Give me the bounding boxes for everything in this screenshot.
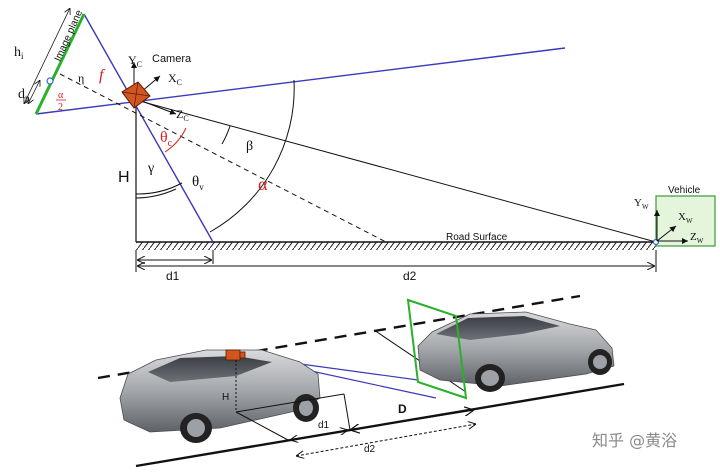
bottom-d1-label: d1 [318,420,330,431]
dp-label: dp [18,87,30,103]
principal-point [46,77,54,85]
focal-length-label: f [99,67,106,84]
bottom-labels: H d1 d2 D [222,392,407,455]
hi-label: hi [14,45,24,61]
watermark-text: 知乎 @黄浴 [592,431,677,450]
dp-dimension-line [28,80,40,104]
top-field-ray [83,13,214,243]
d2-label: d2 [403,269,417,283]
zw-label: ZW [690,231,704,245]
theta-v-arc [135,182,183,195]
road-hatch [136,242,656,250]
yc-label: YC [128,53,142,69]
zc-label: ZC [176,107,189,123]
theta-v-label: θv [192,174,204,192]
bottom-d1-line [290,430,348,440]
image-plane-label: Image plane [53,8,86,63]
yw-label: YW [634,197,649,211]
height-label: H [118,169,130,186]
upper-field-ray [35,47,566,115]
ego-car [119,349,321,443]
alpha-label: α [258,174,268,194]
alpha-half-num: α [58,90,64,101]
target-image-plane [406,298,468,400]
bottom-h-label: H [222,392,229,403]
camera-icon [121,81,151,109]
alpha-half-den: 2 [58,102,63,113]
gamma-arc [135,188,177,199]
camera-label: Camera [152,53,192,65]
bottom-d2-label: d2 [364,444,376,455]
target-car [417,311,615,392]
gamma-label: γ [147,161,154,176]
theta-c-arc [164,127,187,153]
eta-label: η [78,71,84,85]
top-geometry [24,8,716,272]
beta-label: β [246,139,253,154]
xw-axis [656,225,677,242]
beta-arc [221,125,231,145]
xw-label: XW [678,211,693,225]
xc-label: XC [168,71,182,87]
vehicle-frame-box [655,195,716,247]
road-surface-label: Road Surface [446,232,508,243]
optical-axis [59,73,387,243]
theta-c-label: θc [160,129,173,149]
vehicle-ray [135,99,657,243]
bottom-scene [97,294,625,468]
d1-label: d1 [166,269,180,283]
bottom-D-line [350,410,474,430]
vehicle-label: Vehicle [668,185,701,196]
bottom-D-label: D [398,402,407,416]
alpha-arc [209,79,295,233]
ego-camera-icon [225,349,246,361]
